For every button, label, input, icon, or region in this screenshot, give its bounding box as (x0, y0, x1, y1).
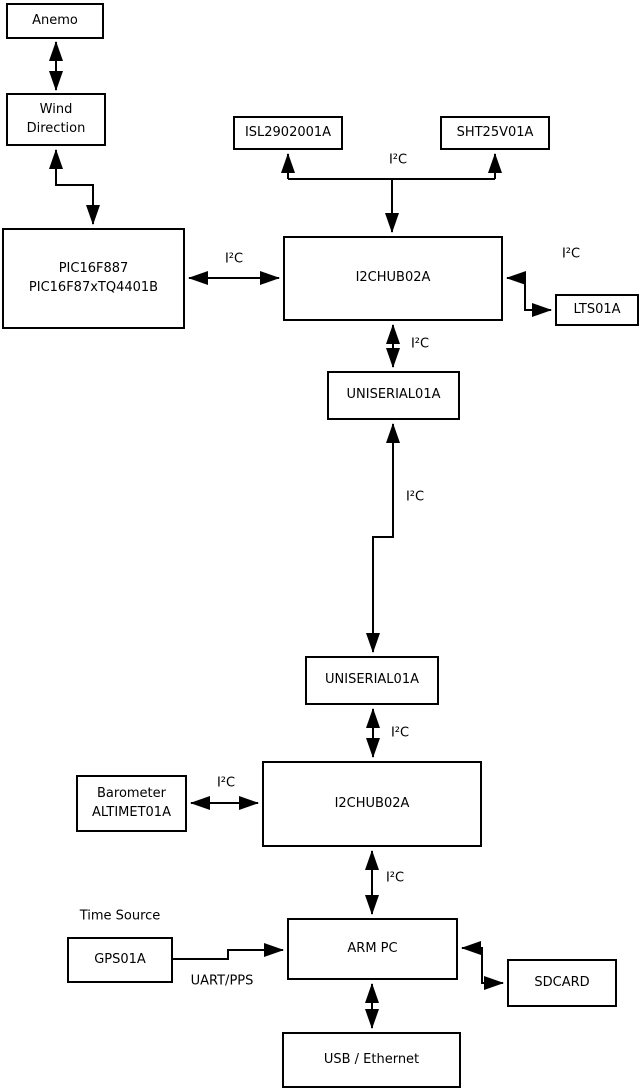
edge-label-i2c-barometer-hub: I²C (216, 775, 236, 791)
node-anemo: Anemo (6, 3, 104, 39)
node-lts01a: LTS01A (555, 294, 639, 326)
edge-label-i2c-uniserial-hub: I²C (390, 725, 410, 741)
connector-wind-pic (49, 149, 100, 225)
node-wind-direction: Wind Direction (6, 93, 106, 146)
node-sht25v01a: SHT25V01A (440, 116, 550, 150)
connector-armpc-sdcard (461, 941, 504, 990)
edge-label-i2c-hub-armpc: I²C (385, 870, 405, 886)
label-time-source: Time Source (79, 908, 161, 924)
connector-uniserial1-uniserial2 (366, 423, 400, 653)
edge-label-uart-pps: UART/PPS (190, 973, 254, 989)
node-barometer-altimet01a: Barometer ALTIMET01A (76, 775, 187, 832)
connector-gps-armpc (173, 943, 284, 960)
node-i2chub02a-upper: I2CHUB02A (283, 236, 503, 321)
edge-label-i2c-top-bus: I²C (388, 152, 408, 168)
edge-label-i2c-pic-hub: I²C (224, 251, 244, 267)
node-uniserial01a-upper: UNISERIAL01A (327, 371, 460, 420)
node-gps01a: GPS01A (67, 937, 173, 983)
node-isl2902001a: ISL2902001A (233, 116, 343, 150)
node-pic16f887: PIC16F887 PIC16F87xTQ4401B (2, 228, 185, 329)
node-uniserial01a-lower: UNISERIAL01A (305, 656, 439, 705)
node-i2chub02a-lower: I2CHUB02A (262, 761, 482, 847)
node-arm-pc: ARM PC (287, 918, 458, 980)
edge-label-i2c-hub-uniserial: I²C (410, 336, 430, 352)
node-sdcard: SDCARD (507, 959, 617, 1007)
edge-label-i2c-hub-lts: I²C (561, 246, 581, 262)
connector-hub1-lts (506, 271, 552, 317)
node-usb-ethernet: USB / Ethernet (282, 1032, 461, 1088)
edge-label-i2c-uniserial-link: I²C (405, 489, 425, 505)
